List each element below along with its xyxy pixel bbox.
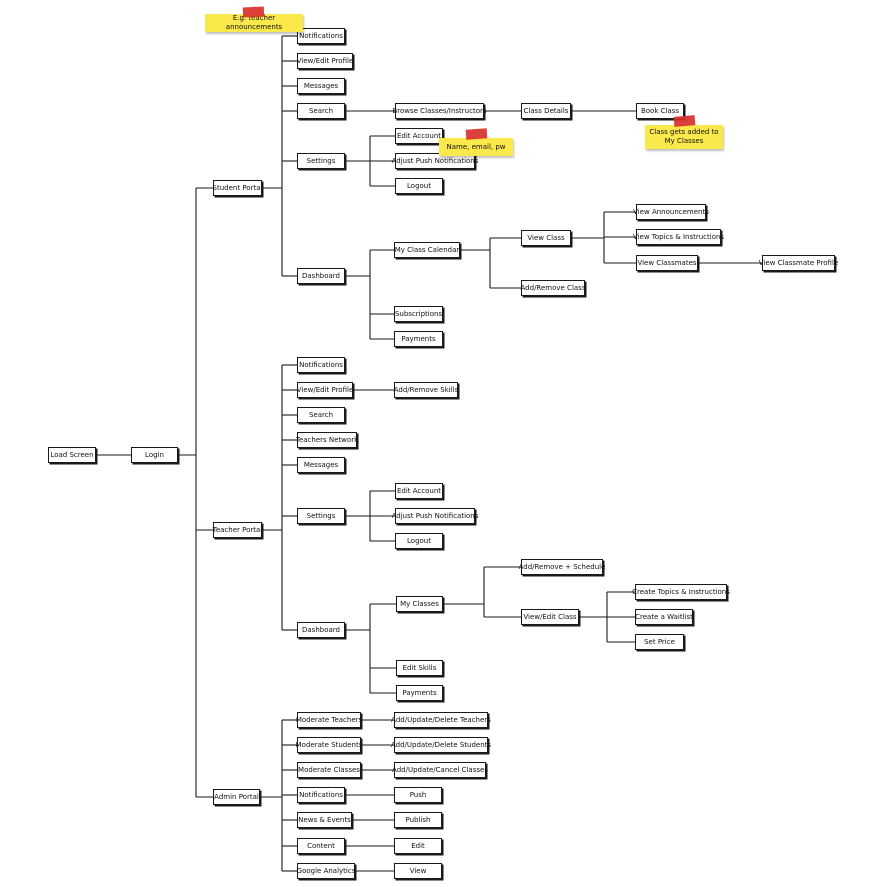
node-admin-notifications: Notifications — [297, 787, 345, 803]
node-teacher-dashboard: Dashboard — [297, 622, 345, 638]
node-add-update-cancel-classes: Add/Update/Cancel Classes — [392, 762, 488, 778]
node-publish: Publish — [394, 812, 442, 828]
node-view-classmate-profile: View Classmate Profile — [759, 255, 838, 271]
node-moderate-students: Moderate Students — [296, 737, 362, 753]
tape-marker — [242, 6, 265, 18]
node-subscriptions: Subscriptions — [394, 306, 443, 322]
node-admin-portal: Admin Portal — [213, 789, 260, 805]
node-news-events: News & Events — [297, 812, 352, 828]
node-browse-classes-instructors: Browse Classes/Instructors — [392, 103, 487, 119]
node-teacher-adjust-push: Adjust Push Notifications — [392, 508, 478, 524]
node-add-remove-schedule: Add/Remove + Schedule — [519, 559, 605, 575]
node-view: View — [394, 863, 442, 879]
node-teacher-edit-account: Edit Account — [395, 483, 443, 499]
node-student-edit-account: Edit Account — [395, 128, 443, 144]
node-google-analytics: Google Analytics — [297, 863, 355, 879]
node-moderate-teachers: Moderate Teachers — [296, 712, 362, 728]
node-student-search: Search — [297, 103, 345, 119]
node-view-class: View Class — [521, 230, 571, 246]
node-edit: Edit — [394, 838, 442, 854]
node-view-topics-instructions: View Topics & Instructions — [633, 229, 724, 245]
node-view-edit-class: View/Edit Class — [521, 609, 579, 625]
node-teacher-payments: Payments — [396, 685, 443, 701]
node-my-class-calendar: My Class Calendar — [394, 242, 460, 258]
node-push: Push — [394, 787, 442, 803]
node-add-remove-skills: Add/Remove Skills — [394, 382, 458, 398]
sticky-note-name-email-pw: Name, email, pw — [439, 138, 513, 156]
node-teacher-logout: Logout — [395, 533, 443, 549]
node-teacher-notifications: Notifications — [297, 357, 345, 373]
node-add-remove-class: Add/Remove Class — [521, 280, 585, 296]
node-student-messages: Messages — [297, 78, 345, 94]
node-book-class: Book Class — [636, 103, 684, 119]
tape-marker — [673, 115, 696, 127]
node-view-classmates: View Classmates — [636, 255, 698, 271]
sticky-note-teacher-announcements: E.g. teacher announcements — [205, 14, 303, 32]
node-teacher-view-edit-profile: View/Edit Profile — [297, 382, 353, 398]
node-edit-skills: Edit Skills — [396, 660, 443, 676]
node-teacher-portal: Teacher Portal — [213, 522, 262, 538]
node-student-settings: Settings — [297, 153, 345, 169]
node-student-portal: Student Portal — [213, 180, 262, 196]
node-create-waitlist: Create a Waitlist — [635, 609, 693, 625]
node-load-screen: Load Screen — [48, 447, 96, 463]
node-teachers-network: Teachers Network — [296, 432, 358, 448]
node-moderate-classes: Moderate Classes — [297, 762, 361, 778]
node-student-dashboard: Dashboard — [297, 268, 345, 284]
node-student-logout: Logout — [395, 178, 443, 194]
node-my-classes: My Classes — [396, 596, 443, 612]
node-student-adjust-push: Adjust Push Notifications — [392, 153, 478, 169]
node-class-details: Class Details — [521, 103, 571, 119]
node-student-notifications: Notifications — [297, 28, 345, 44]
node-set-price: Set Price — [635, 634, 684, 650]
node-teacher-search: Search — [297, 407, 345, 423]
sticky-note-class-added: Class gets added to My Classes — [645, 125, 723, 149]
node-student-payments: Payments — [394, 331, 443, 347]
node-content: Content — [297, 838, 345, 854]
node-student-view-edit-profile: View/Edit Profile — [297, 53, 353, 69]
node-add-update-delete-students: Add/Update/Delete Students — [391, 737, 491, 753]
node-create-topics-instructions: Create Topics & Instructions — [632, 584, 730, 600]
node-view-announcements: View Announcements — [633, 204, 709, 220]
node-teacher-settings: Settings — [297, 508, 345, 524]
node-login: Login — [131, 447, 178, 463]
node-add-update-delete-teachers: Add/Update/Delete Teachers — [391, 712, 491, 728]
tape-marker — [465, 128, 488, 140]
node-teacher-messages: Messages — [297, 457, 345, 473]
